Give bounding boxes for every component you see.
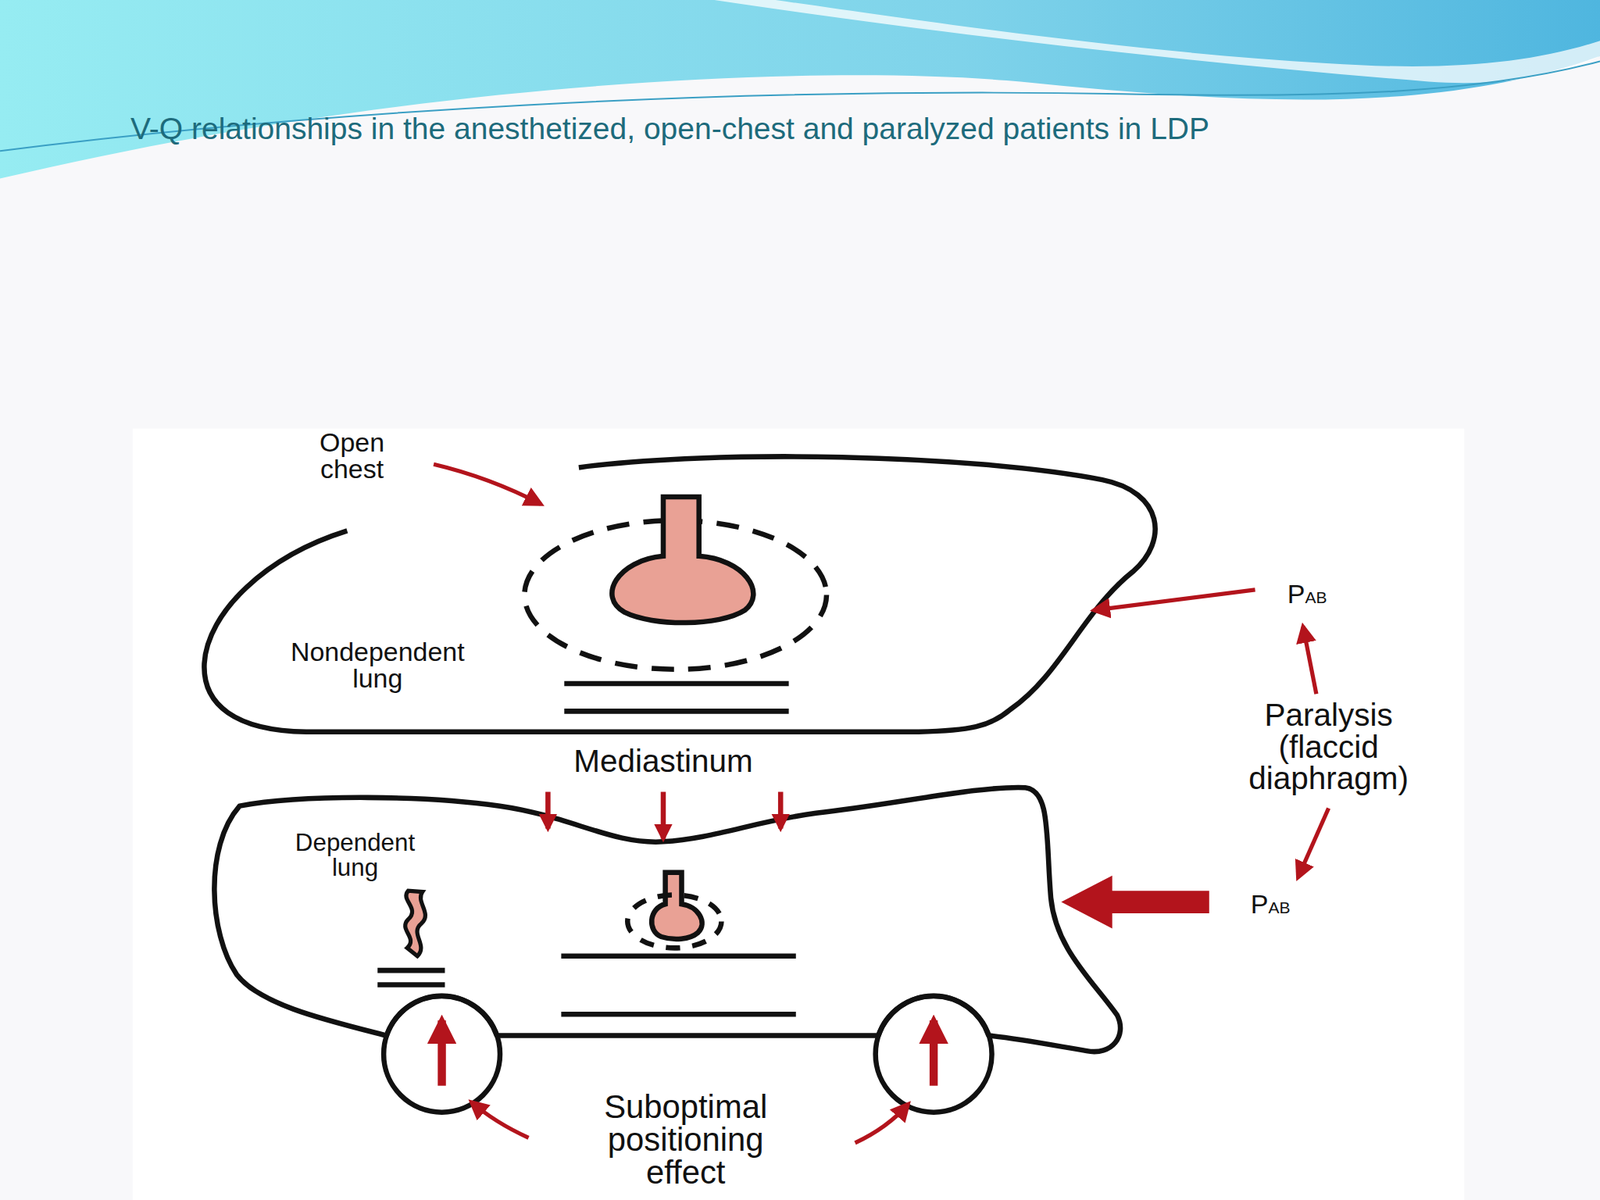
positioning-circle — [383, 996, 500, 1113]
capillary-line — [560, 953, 796, 960]
collapsed-alveolus — [405, 890, 426, 957]
lung-outline-path — [214, 787, 1122, 1052]
leader-arrow — [1297, 807, 1329, 878]
positioning-arrow — [437, 1020, 446, 1086]
figure-panel — [132, 428, 1465, 1200]
capillary-line — [560, 1011, 796, 1018]
lung-shape — [199, 459, 1164, 736]
leader-arrow — [855, 1103, 909, 1143]
lung-label: Nondependent lung — [275, 639, 480, 693]
annotation-label: Open chest — [296, 429, 409, 483]
pressure-symbol: PAB — [1219, 890, 1322, 918]
alveolus — [651, 872, 702, 940]
capillary-line — [564, 681, 789, 687]
pressure-symbol: PAB — [1256, 580, 1359, 608]
pressure-arrow — [1060, 875, 1209, 929]
header-wave — [0, 0, 1600, 179]
annotation-label: Paralysis (flaccid diaphragm) — [1226, 699, 1431, 794]
slide-title: V-Q relationships in the anesthetized, o… — [130, 111, 1210, 147]
positioning-arrow — [929, 1020, 938, 1086]
capillary-line — [564, 708, 789, 715]
leader-arrow — [433, 464, 541, 504]
alveolus — [611, 496, 754, 623]
annotation-label: Mediastinum — [459, 745, 868, 777]
annotation-label: Suboptimal positioning effect — [578, 1090, 793, 1189]
capillary-line — [377, 967, 445, 974]
header-line — [0, 60, 1600, 151]
header-swoosh — [714, 0, 1600, 83]
leader-arrow — [1303, 626, 1317, 694]
mediastinum-arrow — [660, 792, 667, 840]
lung-outline-path — [203, 456, 1155, 732]
lung-outline: Nondependent lung — [199, 459, 1164, 736]
compression-dashed-outline — [627, 894, 722, 948]
leader-arrow — [471, 1102, 529, 1139]
expansion-dashed-outline — [524, 520, 827, 670]
capillary-line — [377, 982, 445, 988]
mediastinum-arrow — [778, 792, 784, 829]
pressure-arrow — [1093, 589, 1255, 611]
lung-outline: Dependent lung — [203, 780, 1123, 1061]
positioning-circle — [875, 996, 993, 1113]
lung-label: Dependent lung — [278, 830, 433, 880]
lung-shape — [203, 780, 1123, 1061]
mediastinum-arrow — [545, 792, 551, 829]
